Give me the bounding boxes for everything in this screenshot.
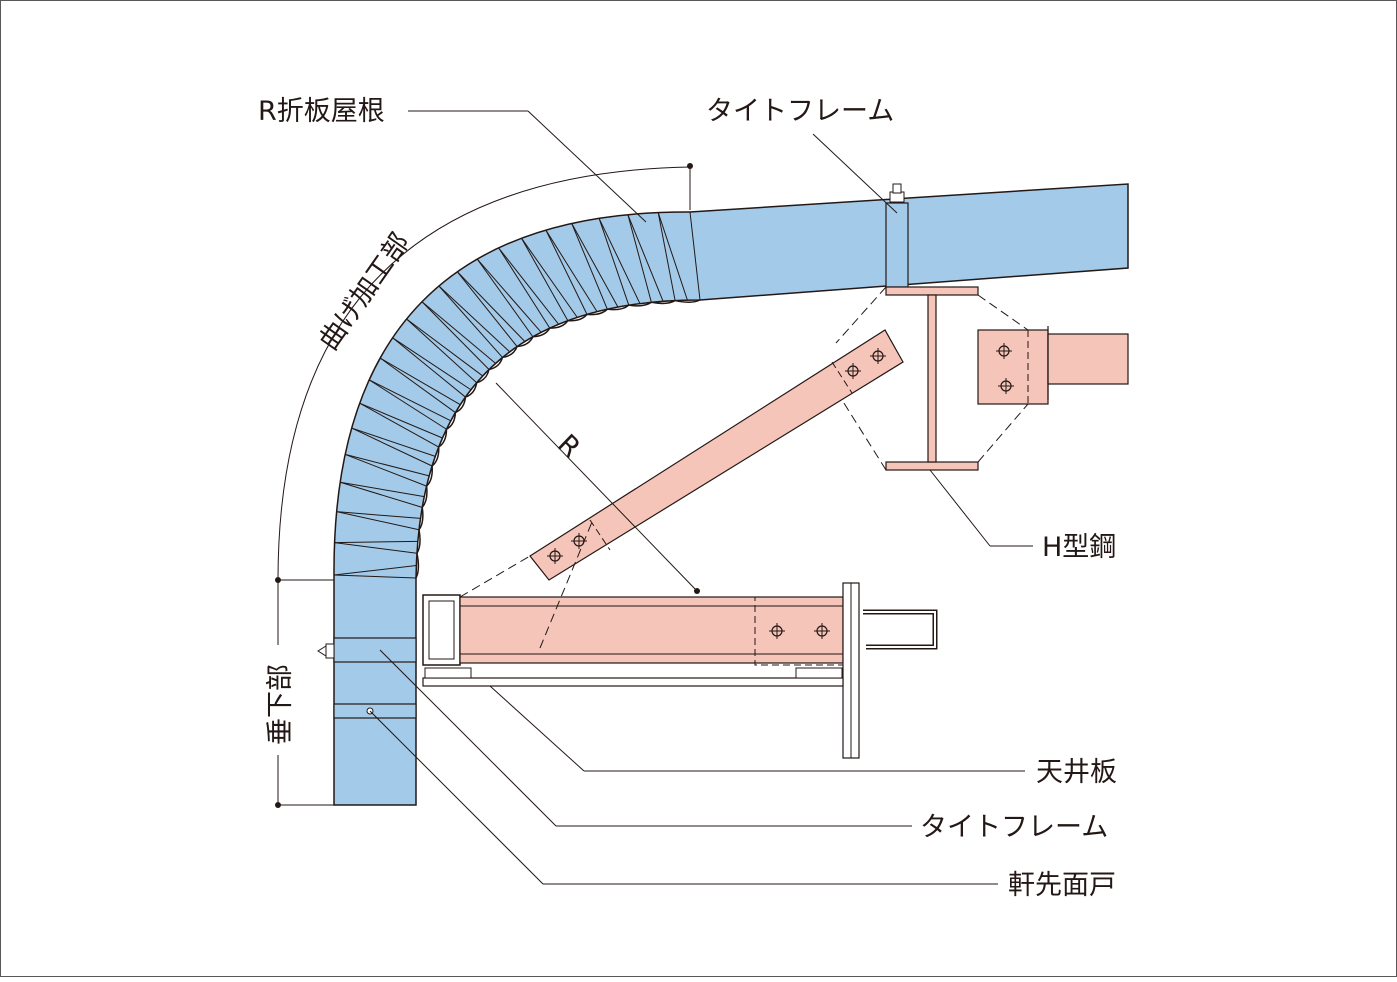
roof-pleat-line xyxy=(333,574,417,579)
h-steel-section xyxy=(885,286,979,471)
roof-pleat-line xyxy=(438,285,510,353)
roof-pleat-line xyxy=(392,337,466,398)
roof-pleat-line xyxy=(476,258,534,338)
roof-scallop-edge xyxy=(415,299,701,579)
dimension-dots xyxy=(275,163,700,808)
roof-pleat-line xyxy=(421,301,490,370)
roof-pleat-line xyxy=(627,214,664,302)
roof-pleat-line xyxy=(406,318,483,377)
roof-pleat-line xyxy=(521,237,569,321)
top-bolt xyxy=(889,183,905,203)
roof-pleat-line xyxy=(438,285,503,358)
bolt-symbol xyxy=(870,348,886,364)
roof-pleat-line xyxy=(340,481,423,508)
roof-pleat-line xyxy=(406,318,477,384)
label-r-roof: R折板屋根 xyxy=(258,96,385,127)
lower-beam xyxy=(422,582,938,759)
roof-pleat-line xyxy=(368,379,447,430)
roof-pleat-line xyxy=(392,337,472,391)
ceiling-board xyxy=(422,667,844,687)
label-tight-frame-bottom: タイトフレーム xyxy=(920,812,1108,843)
roof-pleat-line xyxy=(498,247,551,329)
bolt-symbol xyxy=(814,623,830,639)
bolt-symbol xyxy=(845,363,861,379)
bolt-symbols xyxy=(547,343,1014,639)
label-eave-fascia: 軒先面戸 xyxy=(1008,870,1116,901)
label-tight-frame-top: タイトフレーム xyxy=(706,96,894,127)
roof-pleat-line xyxy=(334,540,418,544)
bolt-symbol xyxy=(996,343,1012,359)
roof-pleat-line xyxy=(379,357,456,413)
roof-pleat-line xyxy=(598,218,641,304)
roof-pleat-line xyxy=(333,565,417,576)
diagonal-brace xyxy=(529,329,904,581)
roof-pleat-line xyxy=(657,212,676,301)
roof-pleat-line xyxy=(498,247,560,325)
bolt-symbol xyxy=(998,378,1014,394)
roof-pleat-line xyxy=(334,542,417,554)
side-bolt xyxy=(317,643,335,659)
roof-pleat-line xyxy=(571,223,619,308)
roof-pleat-line xyxy=(336,511,420,531)
roof-pleat-line xyxy=(340,481,425,498)
roof-pleat-line xyxy=(344,453,427,487)
roof-pleats xyxy=(333,211,701,579)
r-folded-roof xyxy=(317,183,1129,806)
roof-pleat-line xyxy=(336,511,421,519)
roof-pleat-line xyxy=(359,402,439,448)
leader-lines xyxy=(277,110,1033,885)
roof-pleat-line xyxy=(379,357,461,406)
label-hanging-section: 垂下部 xyxy=(265,664,296,745)
roof-pleat-line xyxy=(359,402,443,439)
roof-pleat-line xyxy=(476,258,542,333)
eave-fascia-band xyxy=(333,703,417,719)
bolt-symbol xyxy=(769,623,785,639)
roof-pleat-line xyxy=(545,229,588,315)
bolt-symbol xyxy=(547,548,563,564)
roof-pleat-line xyxy=(657,212,688,301)
roof-pleat-line xyxy=(351,427,433,467)
roof-pleat-line xyxy=(627,214,652,303)
roof-pleat-line xyxy=(598,218,630,306)
tight-frame-band-hanging xyxy=(333,637,417,663)
roof-pleat-line xyxy=(368,379,452,422)
roof-pleat-line xyxy=(351,427,436,457)
roof-pleat-line xyxy=(456,271,518,347)
roof-pleat-line xyxy=(521,237,578,318)
roof-pleat-line xyxy=(456,271,526,342)
roof-pleat-line xyxy=(345,453,430,477)
roof-pleat-line xyxy=(421,301,496,364)
right-beam xyxy=(977,326,1129,405)
label-h-steel: H型鋼 xyxy=(1042,532,1116,563)
roof-pleat-line xyxy=(571,223,608,310)
label-ceiling-board: 天井板 xyxy=(1036,757,1117,788)
roof-pleat-line xyxy=(545,229,598,312)
detail-dashed-lines xyxy=(459,286,1029,649)
roof-pleat-line xyxy=(689,211,701,301)
tight-frame-band-top xyxy=(885,202,909,288)
